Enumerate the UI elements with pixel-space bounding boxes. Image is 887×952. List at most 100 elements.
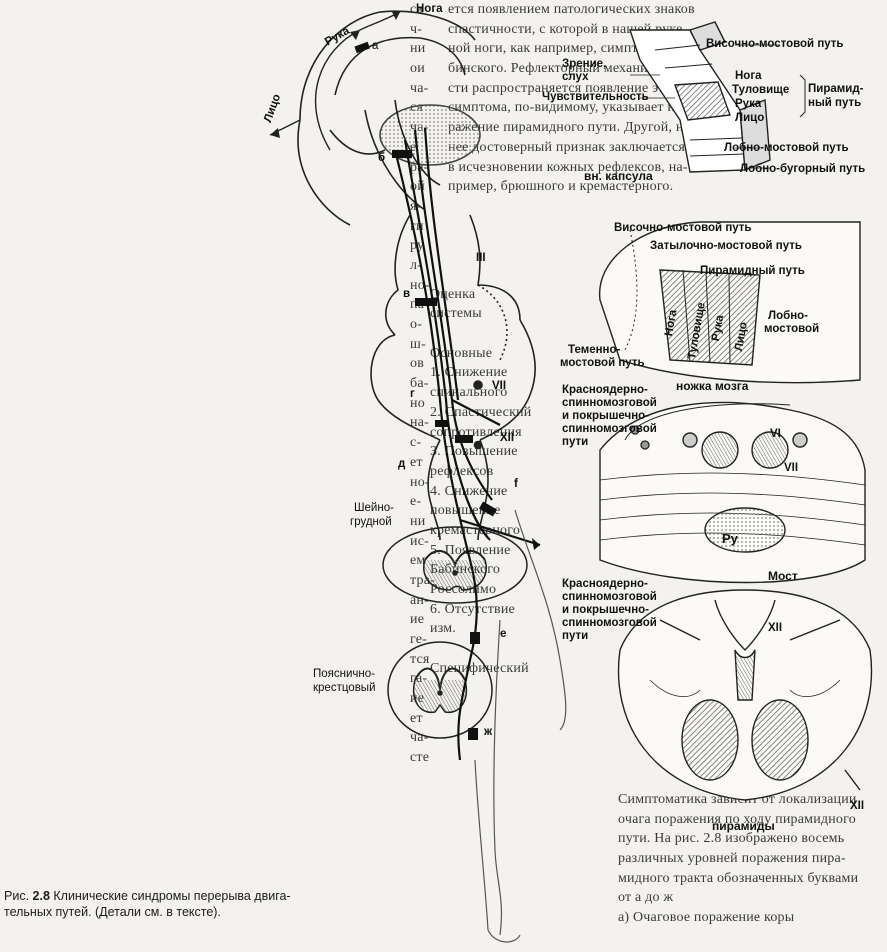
label-tulov: Туловище: [732, 84, 790, 96]
page-text-line: сопротивления: [430, 424, 522, 440]
label-XII-b: XII: [768, 622, 783, 634]
label-krasn-a1: Красноядерно-: [562, 384, 648, 396]
label-noga: Нога: [416, 3, 443, 15]
label-lobno-2: мостовой: [764, 323, 820, 335]
page-text-line: различных уровней поражения пира-: [618, 851, 846, 867]
page-text-line: ш-: [410, 336, 426, 352]
cerebral-peduncle-diagram: [599, 221, 861, 384]
label-litso2: Лицо: [735, 112, 765, 124]
page-text-line: изм.: [430, 621, 456, 637]
page-text-line: ется появлением патологических знаков: [448, 2, 695, 17]
page-text-line: ет: [410, 710, 423, 726]
page-text-line: ни: [410, 41, 426, 57]
label-noga2: Нога: [735, 70, 762, 82]
page-text-line: л-: [410, 257, 423, 273]
page-text-line: от а до ж: [618, 890, 674, 906]
label-VII: VII: [492, 380, 507, 392]
page-text-line: ем: [410, 553, 426, 569]
label-vn-kapsula: вн. капсула: [584, 169, 653, 183]
page-text-line: мидного тракта обозначенных буквами: [618, 870, 859, 886]
background-text-right-top: ется появлением патологических знаков спа…: [448, 0, 868, 240]
label-krasn-a3: и покрышечно-: [562, 410, 650, 422]
marker-f: f: [514, 478, 518, 490]
spinal-cord-lumbar: [387, 641, 493, 739]
page-text-line: тся: [410, 651, 430, 667]
page-text-line: пример, брюшного и кремастерного.: [448, 179, 674, 195]
page-text-line: системы: [430, 306, 482, 322]
marker-d: д: [398, 458, 406, 470]
page-text-line: Оценка: [430, 286, 476, 302]
page-text-line: на-: [410, 415, 429, 431]
lesion-markers: [354, 41, 497, 740]
internal-capsule-diagram: [629, 21, 806, 173]
label-temen-1: Теменно-: [568, 344, 621, 356]
page-text-line: ча-: [410, 730, 429, 746]
page-text-line: пути. На рис. 2.8 изображено восемь: [618, 831, 845, 847]
peduncle-section-diagram: [624, 403, 791, 450]
label-lobno-bugor: Лобно-бугорный путь: [740, 163, 866, 175]
marker-b: б: [378, 152, 386, 164]
marker-g: г: [410, 388, 415, 400]
page-text-line: ет: [410, 454, 423, 470]
body-figure: [474, 509, 567, 943]
spinal-cord-cervical: [382, 526, 528, 604]
page-text-line: ои: [410, 61, 425, 77]
label-III: III: [476, 252, 486, 264]
page-text-line: бинского. Рефлекторный механизм: [448, 61, 663, 77]
label-VI: VI: [770, 428, 781, 440]
page-text-line: Специфический: [430, 660, 529, 676]
medulla-section-diagram: [617, 589, 873, 801]
label-zrenie-2: слух: [562, 71, 589, 83]
label-XII-c: XII: [850, 800, 865, 812]
page-text-line: ни: [410, 513, 426, 529]
page-text-line: сти распространяется появление этого: [448, 80, 685, 96]
page-text-line: но-: [410, 474, 430, 490]
label-visochno-2: Височно-мостовой путь: [614, 222, 752, 234]
label-most: Мост: [768, 569, 798, 583]
page-text-line: ч-: [410, 21, 423, 37]
label-piramidy: пирамиды: [712, 819, 775, 833]
background-text-right-bottom: Симптоматика зависит от локализацииочага…: [618, 790, 878, 950]
page-text-line: нее достоверный признак заключается: [448, 139, 686, 155]
label-sheino-1: Шейно-: [354, 502, 394, 514]
label-zatyl: Затылочно-мостовой путь: [650, 240, 802, 252]
caption-prefix: Рис.: [4, 889, 33, 903]
page-text-line: рефлексов: [430, 463, 494, 479]
label-krasn-b4: спинномозговой: [562, 617, 657, 629]
caption-line2: тельных путей. (Детали см. в тексте).: [4, 905, 221, 919]
label-poyasn-2: крестцовый: [313, 682, 376, 694]
page-text-line: е-: [410, 494, 422, 510]
page-text-line: спастичности, с которой в нашей руке: [448, 21, 683, 37]
page-text-line: симптома, по-видимому, указывает на по-: [448, 100, 705, 116]
label-visochno-top: Височно-мостовой путь: [706, 38, 844, 50]
marker-a: а: [372, 40, 379, 52]
page-text-line: ов: [410, 356, 425, 372]
marker-e: е: [500, 628, 507, 640]
page-text-line: о-: [410, 317, 423, 332]
label-chuvstv: Чувствительность: [542, 91, 649, 103]
label-temen-2: мостовой путь: [560, 357, 645, 369]
label-poyasn-1: Пояснично-: [313, 668, 375, 680]
label-XII: XII: [500, 432, 515, 444]
label-zrenie-1: Зрение,: [562, 58, 607, 70]
label-piramid-2: ный путь: [808, 97, 862, 109]
page-text-line: но: [410, 395, 425, 411]
caption-line1: Клинические синдромы перерыва двига-: [49, 889, 291, 903]
label-krasn-b1: Красноядерно-: [562, 578, 648, 590]
label-lobno-most: Лобно-мостовой путь: [724, 142, 849, 154]
label-krasn-a5: пути: [562, 436, 589, 448]
label-piramid-put: Пирамидный путь: [700, 265, 805, 277]
page-text-line: спинального: [430, 385, 508, 401]
label-ruka2: Рука: [735, 98, 762, 110]
label-piramid-1: Пирамид-: [808, 83, 864, 95]
figure-caption: Рис. 2.8 Клинические синдромы перерыва д…: [4, 888, 404, 920]
page-text-line: ба-: [410, 376, 429, 392]
page-text-line: ис-: [410, 533, 429, 549]
page-text-line: сте: [410, 750, 430, 766]
marker-zh: ж: [484, 726, 493, 738]
page-text-line: ге-: [410, 632, 428, 647]
pons-section-diagram: [599, 401, 866, 584]
label-krasn-b2: спинномозговой: [562, 591, 657, 603]
page-text-line: 6. Отсутствие: [430, 601, 515, 617]
